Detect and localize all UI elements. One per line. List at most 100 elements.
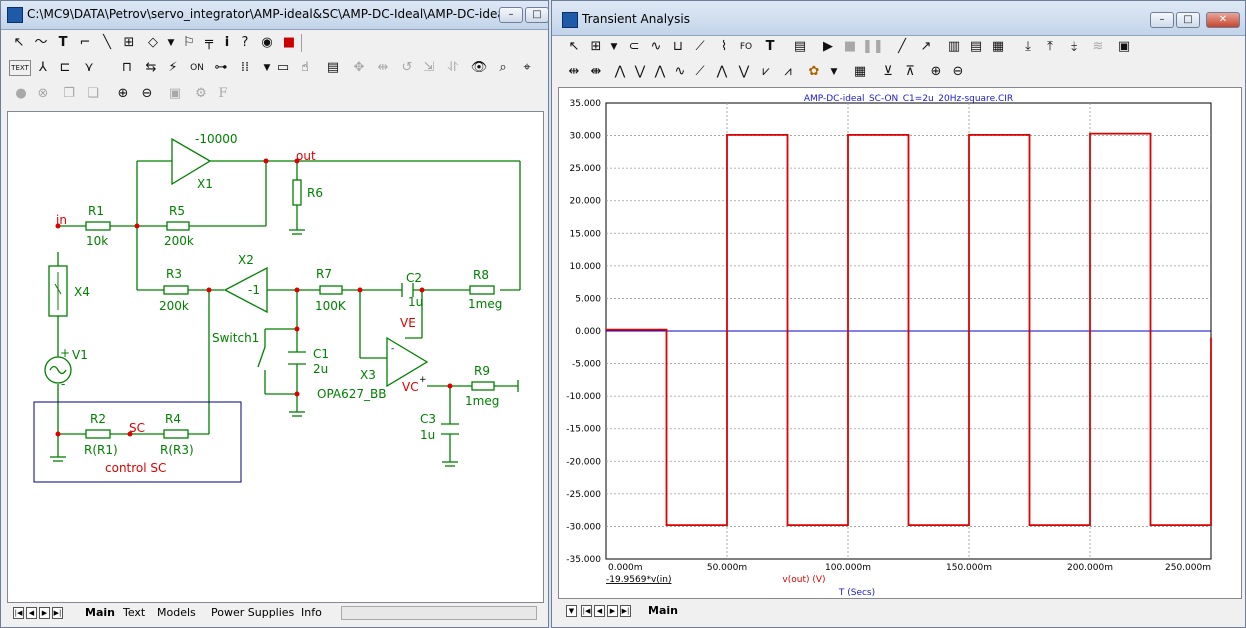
analysis-prev-icon[interactable]: ◀ <box>594 605 605 617</box>
fourier-icon[interactable]: ⌇ <box>720 39 728 54</box>
waves-icon[interactable]: ≋ <box>1092 39 1104 54</box>
next-peak-icon[interactable]: ⋀ <box>614 64 626 79</box>
analysis-first-icon[interactable]: |◀ <box>581 605 592 617</box>
dropdown-arrow-icon[interactable]: ▼ <box>610 42 618 52</box>
wire-icon[interactable]: 〜 <box>34 35 48 50</box>
tab-models[interactable]: Models <box>157 606 196 619</box>
pointer-icon[interactable]: ☝ <box>301 60 309 75</box>
schematic-titlebar[interactable]: C:\MC9\DATA\Petrov\servo_integrator\AMP-… <box>1 1 548 30</box>
analysis-last-icon[interactable]: ▶| <box>620 605 631 617</box>
page-icon[interactable]: ▭ <box>276 60 290 75</box>
arrows-icon[interactable]: ⇆ <box>145 60 157 75</box>
text-mode-icon[interactable]: TEXT <box>9 60 31 76</box>
tag-y-icon[interactable]: ⊼ <box>905 64 915 79</box>
low-icon[interactable]: ∿ <box>674 64 686 79</box>
tab-info[interactable]: Info <box>301 606 322 619</box>
high-icon[interactable]: ⋀ <box>654 64 666 79</box>
analysis-close-button[interactable]: ✕ <box>1206 12 1240 28</box>
bottom-icon[interactable]: ⩘ <box>784 64 792 79</box>
rotate-icon[interactable]: ↺ <box>401 60 413 75</box>
pin-connect-icon[interactable]: ⊏ <box>59 60 71 75</box>
analysis-menu-icon[interactable]: ▼ <box>566 605 577 617</box>
scale-icon[interactable]: ⊂ <box>628 39 640 54</box>
component-icon[interactable]: ⊞ <box>590 39 602 54</box>
move-icon[interactable]: ✥ <box>353 60 365 75</box>
first-page-icon[interactable]: |◀ <box>13 607 24 619</box>
attribute-icon[interactable]: ⋎ <box>84 60 94 75</box>
cursor-right-icon[interactable]: ⤒ <box>1047 39 1053 54</box>
next-page-icon[interactable]: ▶ <box>39 607 50 619</box>
next-valley-icon[interactable]: ⋁ <box>634 64 646 79</box>
table-icon-c[interactable]: ▦ <box>991 39 1005 54</box>
cursor-peak-icon[interactable]: ⤈ <box>1071 39 1077 54</box>
cursor-step-icon[interactable]: ⇼ <box>590 64 602 79</box>
last-page-icon[interactable]: ▶| <box>52 607 63 619</box>
global-high-icon[interactable]: ⋀ <box>716 64 728 79</box>
tab-text[interactable]: Text <box>123 606 146 619</box>
component-icon[interactable]: ⊞ <box>123 35 135 50</box>
on-off-icon[interactable]: ON <box>190 63 204 73</box>
analysis-tab-main[interactable]: Main <box>648 604 678 617</box>
schematic-canvas[interactable]: -10000 X1 R6 R1 10k R5 200k X2 -1 R3 200… <box>7 111 544 603</box>
stop-icon[interactable]: ■ <box>843 39 857 54</box>
binoculars-icon[interactable]: ⌕ <box>499 60 507 75</box>
properties-icon[interactable]: ▤ <box>326 60 340 75</box>
horizontal-scrollbar[interactable] <box>341 606 537 620</box>
zoom-in-icon[interactable]: ⊕ <box>930 64 942 79</box>
help-icon[interactable]: ? <box>241 35 249 50</box>
pause-icon[interactable]: ❚❚ <box>862 39 884 54</box>
copy-icon[interactable]: ❐ <box>63 86 75 101</box>
camera-icon[interactable]: ▣ <box>168 86 182 101</box>
info-icon[interactable]: i <box>224 35 230 50</box>
text-tool-icon[interactable]: T <box>58 35 68 50</box>
zoom-in-icon[interactable]: ⊕ <box>117 86 129 101</box>
paste-icon[interactable]: ❏ <box>87 86 99 101</box>
pin-connections-icon[interactable]: ⊶ <box>214 60 228 75</box>
cursor-left-icon[interactable]: ⤓ <box>1025 39 1031 54</box>
select-arrow-icon[interactable]: ↖ <box>13 35 25 50</box>
find-icon[interactable]: 👁 <box>470 60 488 75</box>
inflection-icon[interactable]: ⟋ <box>695 64 705 79</box>
peak-icon[interactable]: ⊔ <box>672 39 684 54</box>
grid-red-icon[interactable]: ■ <box>282 35 296 50</box>
top-icon[interactable]: ⩗ <box>762 64 770 79</box>
table-icon-a[interactable]: ▥ <box>947 39 961 54</box>
palette-icon[interactable]: ✿ <box>808 64 820 79</box>
analysis-minimize-button[interactable]: – <box>1150 12 1174 28</box>
global-low-icon[interactable]: ⋁ <box>738 64 750 79</box>
mirror-icon[interactable]: ⇲ <box>423 60 435 75</box>
node-numbers-icon[interactable]: ⚡ <box>168 60 178 75</box>
pin-icon[interactable]: ╤ <box>205 35 213 50</box>
settings-icon[interactable]: ⚙ <box>195 86 207 101</box>
plot-properties-icon[interactable]: ▣ <box>1117 39 1131 54</box>
run-icon[interactable]: ▶ <box>823 39 833 54</box>
properties-icon[interactable]: ▤ <box>793 39 807 54</box>
zoom-fit-icon[interactable]: ⌖ <box>523 60 531 75</box>
table-icon-b[interactable]: ▤ <box>969 39 983 54</box>
text-tool-icon[interactable]: T <box>765 39 775 54</box>
minimize-button[interactable]: – <box>499 7 523 23</box>
cursor-mode-icon[interactable]: ⇹ <box>568 64 580 79</box>
shapes-icon[interactable]: ◇ <box>148 35 158 50</box>
prev-page-icon[interactable]: ◀ <box>26 607 37 619</box>
wire-mode-icon[interactable]: ⌐ <box>79 35 91 50</box>
analysis-next-icon[interactable]: ▶ <box>607 605 618 617</box>
data-table-icon[interactable]: ▦ <box>853 64 867 79</box>
select-arrow-icon[interactable]: ↖ <box>568 39 580 54</box>
tab-power-supplies[interactable]: Power Supplies <box>211 606 295 619</box>
font-icon[interactable]: F <box>218 86 228 101</box>
waveform-icon[interactable]: ∿ <box>650 39 662 54</box>
maximize-button[interactable]: □ <box>525 7 548 23</box>
slope-icon[interactable]: ⟋ <box>695 39 705 54</box>
dropdown-arrow-icon[interactable]: ▼ <box>263 63 271 73</box>
flag-icon[interactable]: ⚐ <box>183 35 195 50</box>
flip-icon[interactable]: ⇹ <box>377 60 389 75</box>
fft-icon[interactable]: FO <box>739 42 753 52</box>
plot-canvas[interactable]: AMP-DC-ideal_SC-ON_C1=2u_20Hz-square.CIR… <box>558 87 1242 599</box>
zoom-out-icon[interactable]: ⊖ <box>952 64 964 79</box>
tab-main[interactable]: Main <box>85 606 115 619</box>
warning-icon[interactable]: ● <box>15 86 27 101</box>
flip-y-icon[interactable]: ⥯ <box>448 60 458 75</box>
grid-dots-icon[interactable]: ⁞⁞ <box>240 60 250 75</box>
dropdown-arrow-icon[interactable]: ▼ <box>830 67 838 77</box>
